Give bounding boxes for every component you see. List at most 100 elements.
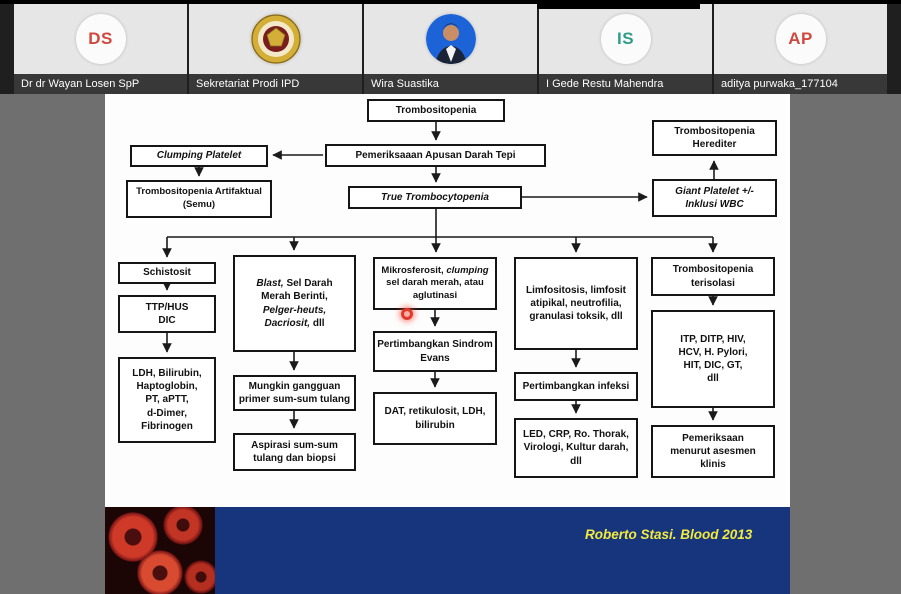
flowchart-box-ttp-hus-dic: TTP/HUS DIC	[118, 295, 216, 333]
box-text: ITP, DITP, HIV,	[680, 333, 746, 345]
flowchart-connectors	[162, 122, 719, 429]
box-text: bilirubin	[415, 419, 455, 431]
flowchart-box-mikrosferosit: Mikrosferosit, clumping sel darah merah,…	[373, 257, 497, 310]
flowchart-box-led-panel: LED, CRP, Ro. Thorak, Virologi, Kultur d…	[514, 418, 638, 478]
citation-text: Roberto Stasi. Blood 2013	[585, 527, 753, 542]
box-text: Blast, Sel Darah	[256, 278, 333, 290]
flowchart-box-schistosit: Schistosit	[118, 262, 216, 284]
box-text: Herediter	[692, 139, 737, 150]
box-text: menurut asesmen	[670, 445, 756, 457]
flowchart-box-gangguan-sumsum: Mungkin gangguan primer sum-sum tulang	[233, 375, 356, 411]
screen-share-area: Roberto Stasi. Blood 2013	[0, 94, 901, 594]
box-text: Inklusi WBC	[685, 199, 744, 210]
box-text: tulang dan biopsi	[253, 453, 336, 464]
slide-footer-bar: Roberto Stasi. Blood 2013	[105, 507, 790, 594]
top-strip	[0, 0, 901, 4]
box-text: terisolasi	[691, 277, 735, 289]
box-text: Pemeriksaaan Apusan Darah Tepi	[355, 149, 516, 161]
box-text: Mikrosferosit, clumping	[381, 264, 489, 276]
box-text: Pertimbangkan Sindrom	[377, 339, 493, 351]
box-text: sel darah merah, atau	[386, 277, 484, 289]
box-text: Clumping Platelet	[156, 150, 242, 162]
box-text: Dacriosit, dll	[264, 317, 325, 329]
participant-tile-aditya[interactable]: AP aditya purwaka_177104	[714, 4, 887, 94]
box-text: dll	[570, 455, 582, 467]
box-text: Pemeriksaan	[682, 432, 744, 444]
box-text: aglutinasi	[412, 289, 458, 301]
box-text: DIC	[158, 315, 176, 326]
box-text: DAT, retikulosit, LDH,	[384, 406, 486, 418]
avatar-initials-ds: DS	[75, 14, 126, 64]
avatar-initials-ap: AP	[775, 14, 826, 64]
person-photo-icon	[425, 14, 476, 64]
participant-tile-wira[interactable]: Wira Suastika	[364, 4, 537, 94]
avatar-initials-text: AP	[788, 29, 813, 48]
flowchart-box-giant-platelet: Giant Platelet +/- Inklusi WBC	[652, 179, 777, 217]
flowchart-box-ldh-panel: LDH, Bilirubin, Haptoglobin, PT, aPTT, d…	[118, 357, 216, 443]
box-text: Haptoglobin,	[136, 381, 198, 393]
box-text: Limfositosis, limfosit	[525, 284, 626, 296]
box-text: d-Dimer,	[146, 407, 187, 419]
box-text: atipikal, neutrofilia,	[530, 297, 622, 309]
flowchart-box-apusan-darah-tepi: Pemeriksaaan Apusan Darah Tepi	[325, 144, 546, 167]
flowchart-box-trombositopenia-herediter: Trombositopenia Herediter	[652, 120, 777, 156]
box-text: granulasi toksik, dll	[529, 311, 623, 323]
blood-cells-image	[105, 507, 215, 594]
flowchart-box-pertimbangkan-infeksi: Pertimbangkan infeksi	[514, 372, 638, 401]
box-text: Trombositopenia	[672, 264, 754, 276]
flowchart-box-trombositopenia-terisolasi: Trombositopenia terisolasi	[651, 257, 775, 296]
box-text: Schistosit	[143, 267, 191, 279]
participant-tile-wayan[interactable]: DS Dr dr Wayan Losen SpP	[14, 4, 187, 94]
seal-icon	[250, 14, 301, 64]
avatar-initials-text: IS	[616, 29, 635, 48]
box-text: TTP/HUS	[145, 301, 189, 313]
profile-photo	[425, 14, 476, 64]
laser-pointer-dot	[401, 308, 413, 320]
box-text: LDH, Bilirubin,	[132, 368, 202, 380]
participant-name: Wira Suastika	[364, 74, 537, 94]
box-text: Virologi, Kultur darah,	[523, 442, 629, 454]
avatar-initials-is: IS	[600, 14, 651, 64]
box-text: (Semu)	[182, 199, 216, 210]
box-text: Trombositopenia	[674, 125, 755, 137]
flowchart-box-itp-panel: ITP, DITP, HIV, HCV, H. Pylori, HIT, DIC…	[651, 310, 775, 408]
flowchart-box-trombositopenia-artifaktual: Trombositopenia Artifaktual (Semu)	[126, 180, 272, 218]
flowchart-box-trombositopenia: Trombositopenia	[367, 99, 505, 122]
flowchart-box-clumping-platelet: Clumping Platelet	[130, 145, 268, 167]
participant-strip: DS Dr dr Wayan Losen SpP Sekretariat Pro…	[0, 4, 901, 94]
flowchart-box-aspirasi-sumsum: Aspirasi sum-sum tulang dan biopsi	[233, 433, 356, 471]
box-text: PT, aPTT,	[145, 394, 189, 406]
box-text: LED, CRP, Ro. Thorak,	[523, 429, 629, 441]
box-text: Pertimbangkan infeksi	[522, 380, 630, 392]
box-text: HCV, H. Pylori,	[678, 346, 748, 358]
participant-tile-sekretariat[interactable]: Sekretariat Prodi IPD	[189, 4, 362, 94]
flowchart-box-blast: Blast, Sel Darah Merah Berinti, Pelger-h…	[233, 255, 356, 352]
box-text: Aspirasi sum-sum	[251, 439, 338, 451]
box-text: Mungkin gangguan	[248, 380, 341, 392]
box-text: HIT, DIC, GT,	[683, 360, 743, 371]
box-text: primer sum-sum tulang	[238, 394, 351, 405]
participant-name: Dr dr Wayan Losen SpP	[14, 74, 187, 94]
participant-name: I Gede Restu Mahendra	[539, 74, 712, 94]
university-seal-logo	[250, 14, 301, 64]
box-text: Trombositopenia	[395, 104, 477, 116]
flowchart-box-true-trombocytopenia: True Trombocytopenia	[348, 186, 522, 209]
flowchart-box-limfositosis: Limfositosis, limfosit atipikal, neutrof…	[514, 257, 638, 350]
participant-tile-restu[interactable]: IS I Gede Restu Mahendra	[539, 4, 712, 94]
box-text: dll	[707, 373, 719, 385]
box-text: klinis	[700, 459, 726, 471]
box-text: Merah Berinti,	[261, 291, 328, 303]
top-toolbar-sliver	[537, 0, 700, 9]
participant-name: aditya purwaka_177104	[714, 74, 887, 94]
box-text: Evans	[420, 352, 450, 364]
box-text: Fibrinogen	[141, 420, 193, 432]
flowchart-box-dat-panel: DAT, retikulosit, LDH, bilirubin	[373, 392, 497, 445]
flowchart-box-sindrom-evans: Pertimbangkan Sindrom Evans	[373, 331, 497, 372]
avatar-initials-text: DS	[88, 29, 113, 48]
box-text: True Trombocytopenia	[381, 191, 489, 203]
box-text: Giant Platelet +/-	[675, 185, 754, 197]
flowchart-box-asesmen-klinis: Pemeriksaan menurut asesmen klinis	[651, 425, 775, 478]
participant-name: Sekretariat Prodi IPD	[189, 74, 362, 94]
box-text: Trombositopenia Artifaktual	[136, 186, 262, 198]
